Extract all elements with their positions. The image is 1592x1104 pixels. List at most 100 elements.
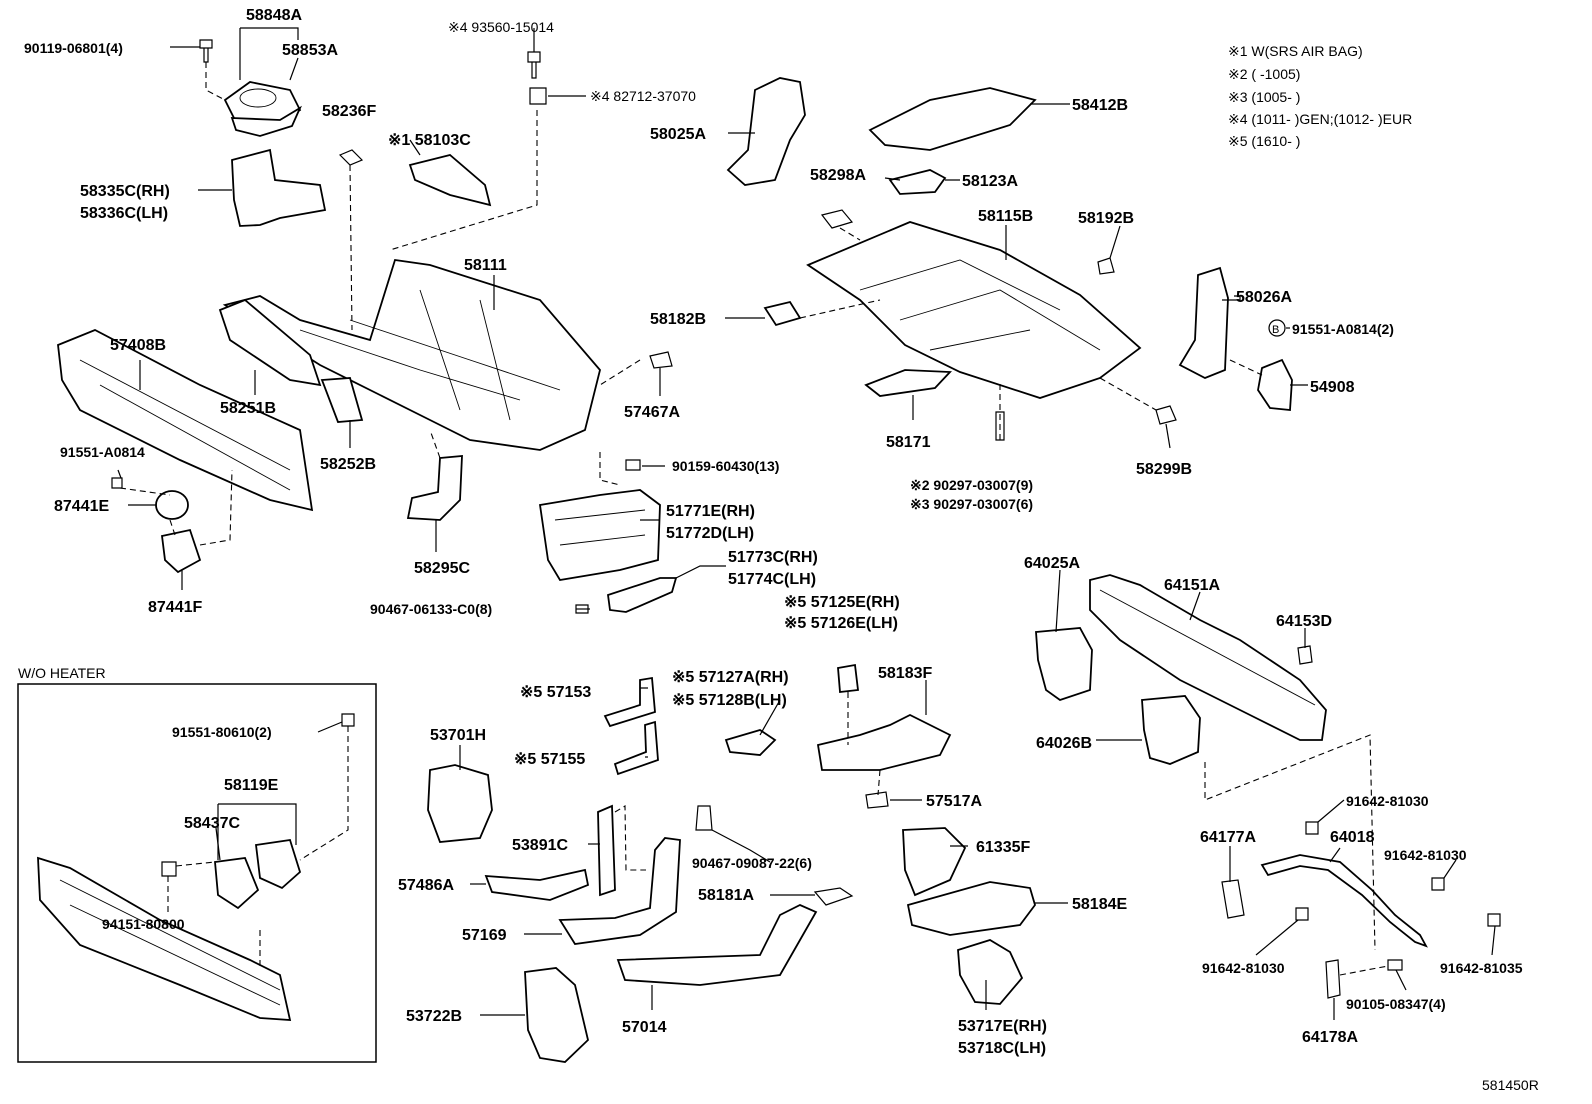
- part-shape-57155: [613, 720, 659, 776]
- part-shape-57517a: [865, 791, 889, 809]
- bolt-91642-d: [1487, 913, 1501, 927]
- label-91642-81030-b: 91642-81030: [1384, 847, 1467, 863]
- clip-82712: [529, 87, 547, 105]
- label-53701h: 53701H: [430, 727, 486, 744]
- label-57486a: 57486A: [398, 877, 454, 894]
- figure-id: 581450R: [1482, 1077, 1539, 1093]
- part-shape-58236f: [338, 149, 364, 166]
- label-94151-80800: 94151-80800: [102, 916, 185, 932]
- label-51771e-rh: 51771E(RH): [666, 503, 755, 520]
- part-shape-58192b: [1097, 257, 1115, 275]
- label-58181a: 58181A: [698, 887, 754, 904]
- part-shape-57127a: [724, 729, 777, 756]
- part-shape-51771e: [538, 489, 661, 581]
- label-91642-81030-c: 91642-81030: [1202, 960, 1285, 976]
- label-58119e: 58119E: [224, 777, 279, 794]
- bolt-91642-b: [1431, 877, 1445, 891]
- label-91642-81030-a: 91642-81030: [1346, 793, 1429, 809]
- inset-cross-member-detail: [59, 879, 281, 1006]
- label-90119-06801: 90119-06801(4): [24, 40, 123, 56]
- clip-90467-09087: [695, 805, 713, 831]
- label-57517a: 57517A: [926, 793, 982, 810]
- part-labels: 58848A 90119-06801(4) 58853A ※4 93560-15…: [24, 7, 1523, 1057]
- part-detail-51771e: [554, 509, 646, 546]
- label-53722b: 53722B: [406, 1008, 462, 1025]
- part-shape-53722b: [524, 967, 589, 1063]
- part-shape-58115b: [806, 221, 1142, 399]
- label-58335c-rh: 58335C(RH): [80, 183, 170, 200]
- inset-part-58119e: [255, 838, 302, 890]
- part-shape-87441e: [155, 490, 189, 520]
- part-shape-54908: [1257, 358, 1293, 411]
- label-64018: 64018: [1330, 829, 1375, 846]
- label-58025a: 58025A: [650, 126, 706, 143]
- part-shape-57467a: [649, 351, 673, 369]
- inset-wo-heater: W/O HEATER: [17, 665, 377, 1063]
- inset-screw-91551: [341, 713, 355, 727]
- notes-block: ※1 W(SRS AIR BAG) ※2 ( -1005) ※3 (1005- …: [1228, 43, 1412, 149]
- part-shape-57408b: [57, 329, 314, 512]
- label-58252b: 58252B: [320, 456, 376, 473]
- part-detail-64151a: [1099, 589, 1316, 706]
- label-51774c-lh: 51774C(LH): [728, 571, 816, 588]
- part-shape-53891c: [597, 804, 616, 897]
- label-91551-a0814: 91551-A0814: [60, 444, 145, 460]
- label-91551-80610: 91551-80610(2): [172, 724, 272, 740]
- mark-b-icon: [1268, 319, 1286, 337]
- label-57127a-rh: ※5 57127A(RH): [672, 669, 789, 686]
- label-58171: 58171: [886, 434, 931, 451]
- part-shape-64153d: [1297, 645, 1313, 665]
- part-shape-64178a: [1325, 959, 1341, 999]
- label-58111: 58111: [464, 257, 507, 274]
- leader-lines: [117, 27, 1496, 1020]
- part-shape-64151a: [1089, 574, 1327, 741]
- part-shape-53717e: [957, 939, 1024, 1005]
- label-58183f: 58183F: [878, 665, 932, 682]
- part-detail-57408b: [79, 359, 291, 491]
- part-shape-58123a: [888, 169, 947, 195]
- label-64025a: 64025A: [1024, 555, 1080, 572]
- label-64178a: 64178A: [1302, 1029, 1358, 1046]
- label-58123a: 58123A: [962, 173, 1018, 190]
- label-57014: 57014: [622, 1019, 667, 1036]
- part-shape-58299b: [1155, 405, 1177, 425]
- label-58853a: 58853A: [282, 42, 338, 59]
- bolt-90119: [199, 39, 213, 63]
- label-58236f: 58236F: [322, 103, 376, 120]
- label-87441f: 87441F: [148, 599, 202, 616]
- label-57155: ※5 57155: [514, 751, 585, 768]
- label-58192b: 58192B: [1078, 210, 1134, 227]
- part-shape-57125e: [837, 663, 860, 693]
- label-51773c-rh: 51773C(RH): [728, 549, 818, 566]
- screw-93560: [527, 51, 541, 79]
- part-shape-58103c: [408, 154, 492, 207]
- part-shape-58171: [864, 369, 952, 397]
- part-shape-58298a: [820, 209, 854, 229]
- label-58251b: 58251B: [220, 400, 276, 417]
- part-drawings: B: [37, 39, 1501, 1063]
- part-shape-64026b: [1141, 695, 1201, 765]
- label-57128b-lh: ※5 57128B(LH): [672, 692, 787, 709]
- note-2: ※2 ( -1005): [1228, 66, 1300, 82]
- part-shape-58181a: [813, 887, 854, 906]
- label-90467-06133-c0: 90467-06133-C0(8): [370, 601, 492, 617]
- bolt-91642-a: [1305, 821, 1319, 835]
- label-90297-03007-9: ※2 90297-03007(9): [910, 477, 1033, 493]
- label-57125e-rh: ※5 57125E(RH): [784, 594, 900, 611]
- part-shape-58026a: [1178, 266, 1229, 379]
- label-58295c: 58295C: [414, 560, 470, 577]
- part-shape-58335c: [231, 148, 327, 227]
- part-shape-57169: [558, 837, 681, 945]
- part-shape-64177a: [1221, 879, 1245, 919]
- label-57153: ※5 57153: [520, 684, 591, 701]
- part-shape-87441f: [161, 528, 202, 574]
- label-90297-03007-6: ※3 90297-03007(6): [910, 496, 1033, 512]
- label-58184e: 58184E: [1072, 896, 1127, 913]
- part-shape-58184e: [906, 881, 1036, 936]
- label-64153d: 64153D: [1276, 613, 1332, 630]
- label-53718c-lh: 53718C(LH): [958, 1040, 1046, 1057]
- label-58412b: 58412B: [1072, 97, 1128, 114]
- label-51772d-lh: 51772D(LH): [666, 525, 754, 542]
- inset-frame: [17, 683, 377, 1063]
